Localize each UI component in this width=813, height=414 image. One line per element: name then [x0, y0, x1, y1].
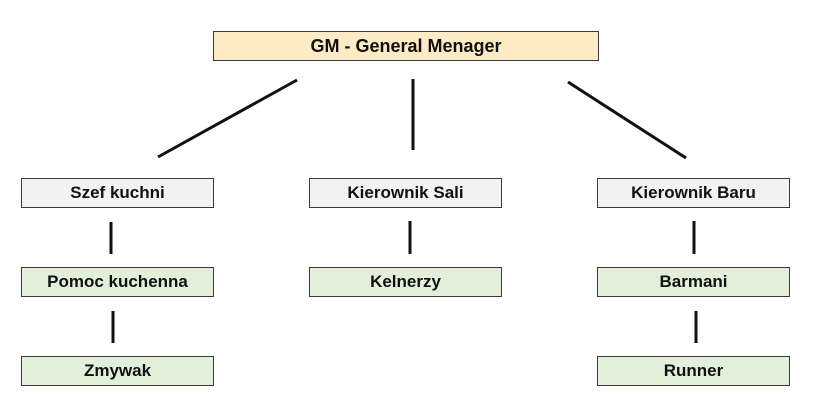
- zmywak-box: Zmywak: [21, 356, 214, 386]
- kelnerzy-box: Kelnerzy: [309, 267, 502, 297]
- kierownik-baru-box: Kierownik Baru: [597, 178, 790, 208]
- szef-kuchni-box: Szef kuchni: [21, 178, 214, 208]
- barmani-box: Barmani: [597, 267, 790, 297]
- pomoc-kuchenna-box: Pomoc kuchenna: [21, 267, 214, 297]
- connector-gm-szef-kuchni: [157, 78, 298, 159]
- gm-box: GM - General Menager: [213, 31, 599, 61]
- kierownik-sali-box: Kierownik Sali: [309, 178, 502, 208]
- connector-gm-kierownik-baru: [567, 80, 687, 160]
- runner-box: Runner: [597, 356, 790, 386]
